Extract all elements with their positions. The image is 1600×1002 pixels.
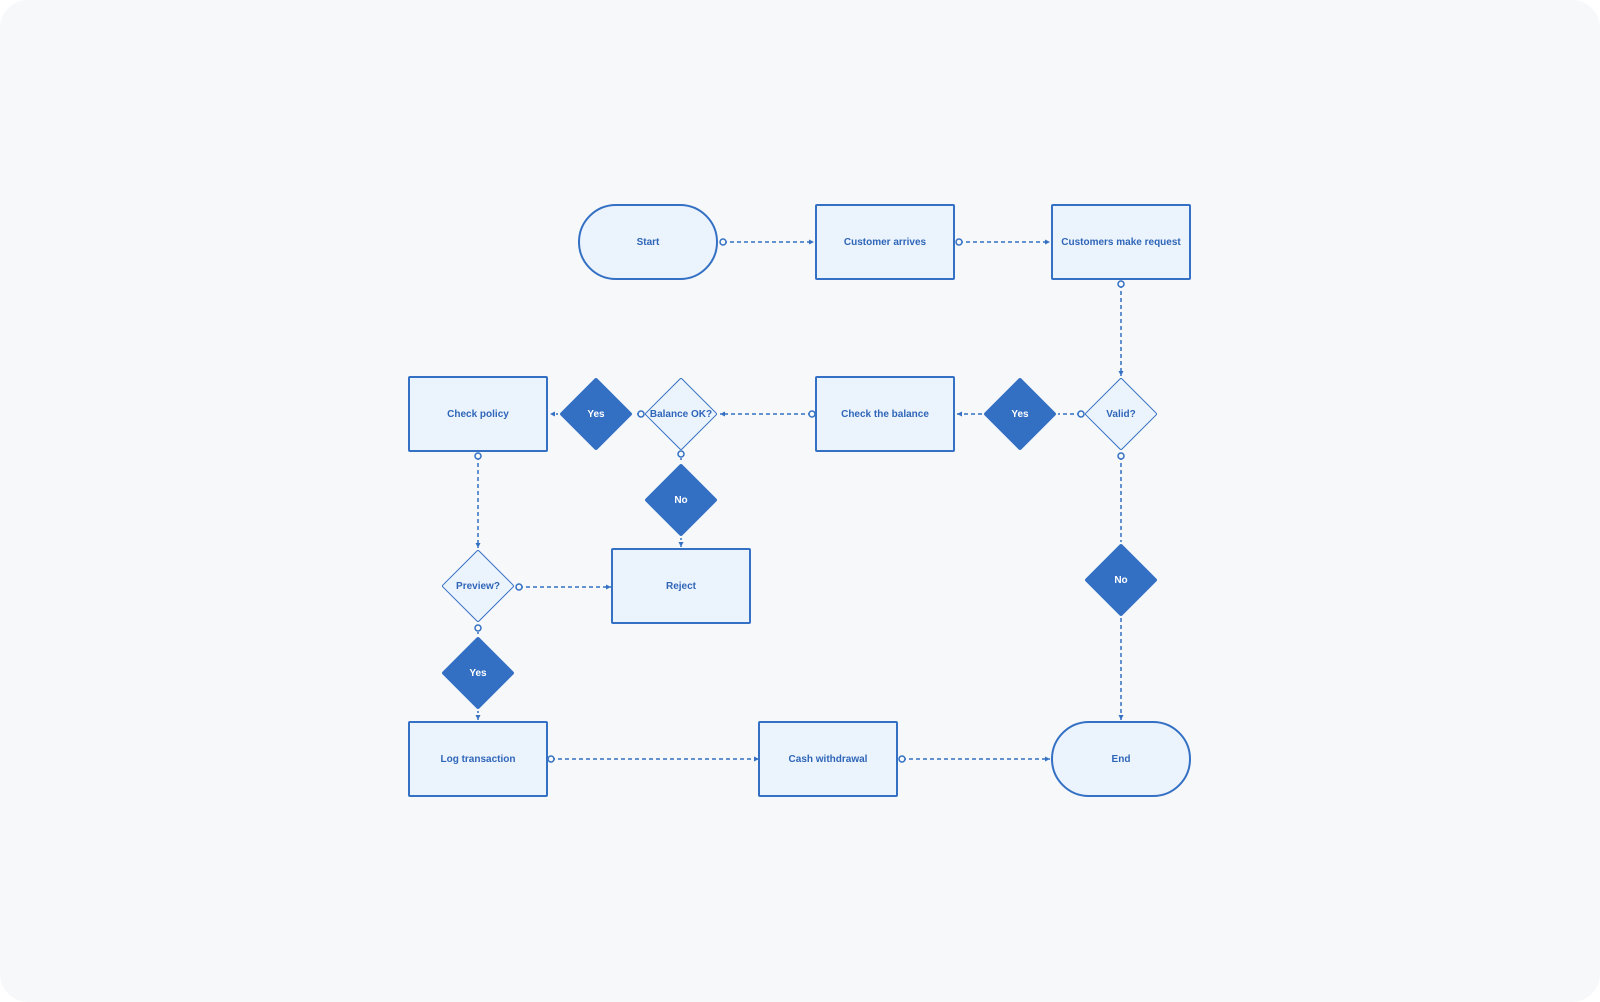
check-the-balance-label: Check the balance xyxy=(841,408,929,420)
edge-log-transaction-to-cash-withdrawal xyxy=(547,755,759,763)
check-policy-node[interactable]: Check policy xyxy=(408,376,548,452)
valid-yes-label: Yes xyxy=(1011,408,1029,420)
edge-cash-withdrawal-to-end xyxy=(898,755,1050,763)
cash-withdrawal-label: Cash withdrawal xyxy=(788,753,868,765)
valid-no-branch[interactable]: No xyxy=(1083,542,1159,618)
edge-request-to-valid xyxy=(1117,280,1125,376)
check-the-balance-node[interactable]: Check the balance xyxy=(815,376,955,452)
edge-preview-to-reject xyxy=(515,583,611,591)
start-terminal[interactable]: Start xyxy=(578,204,718,280)
valid-yes-branch[interactable]: Yes xyxy=(982,376,1058,452)
balance-ok-decision[interactable]: Balance OK? xyxy=(643,376,719,452)
balance-yes-label: Yes xyxy=(587,408,605,420)
customers-make-request-node[interactable]: Customers make request xyxy=(1051,204,1191,280)
reject-node[interactable]: Reject xyxy=(611,548,751,624)
check-policy-label: Check policy xyxy=(447,408,509,420)
edge-customer-arrives-to-request xyxy=(955,238,1050,246)
edge-check-policy-to-preview xyxy=(474,452,482,548)
log-transaction-label: Log transaction xyxy=(440,753,516,765)
valid-no-label: No xyxy=(1114,574,1128,586)
edge-start-to-customer-arrives xyxy=(719,238,814,246)
end-label: End xyxy=(1111,753,1131,765)
balance-yes-branch[interactable]: Yes xyxy=(558,376,634,452)
preview-decision[interactable]: Preview? xyxy=(440,548,516,624)
preview-yes-branch[interactable]: Yes xyxy=(440,635,516,711)
preview-yes-label: Yes xyxy=(469,667,487,679)
edge-valid-to-yes xyxy=(1058,410,1085,418)
customer-arrives-node[interactable]: Customer arrives xyxy=(815,204,955,280)
valid-decision[interactable]: Valid? xyxy=(1083,376,1159,452)
customers-make-request-label: Customers make request xyxy=(1061,236,1181,248)
edge-preview-to-yes xyxy=(474,624,482,635)
edge-check-the-balance-to-balance-ok xyxy=(720,410,816,418)
edge-valid-to-no xyxy=(1117,452,1125,542)
start-label: Start xyxy=(636,236,660,248)
preview-label: Preview? xyxy=(456,580,500,592)
reject-label: Reject xyxy=(665,580,696,592)
edge-balance-ok-to-no xyxy=(677,450,685,462)
balance-ok-label: Balance OK? xyxy=(649,408,713,420)
balance-no-branch[interactable]: No xyxy=(643,462,719,538)
valid-label: Valid? xyxy=(1106,408,1136,420)
cash-withdrawal-node[interactable]: Cash withdrawal xyxy=(758,721,898,797)
end-terminal[interactable]: End xyxy=(1051,721,1191,797)
balance-no-label: No xyxy=(674,494,688,506)
customer-arrives-label: Customer arrives xyxy=(843,236,927,248)
log-transaction-node[interactable]: Log transaction xyxy=(408,721,548,797)
